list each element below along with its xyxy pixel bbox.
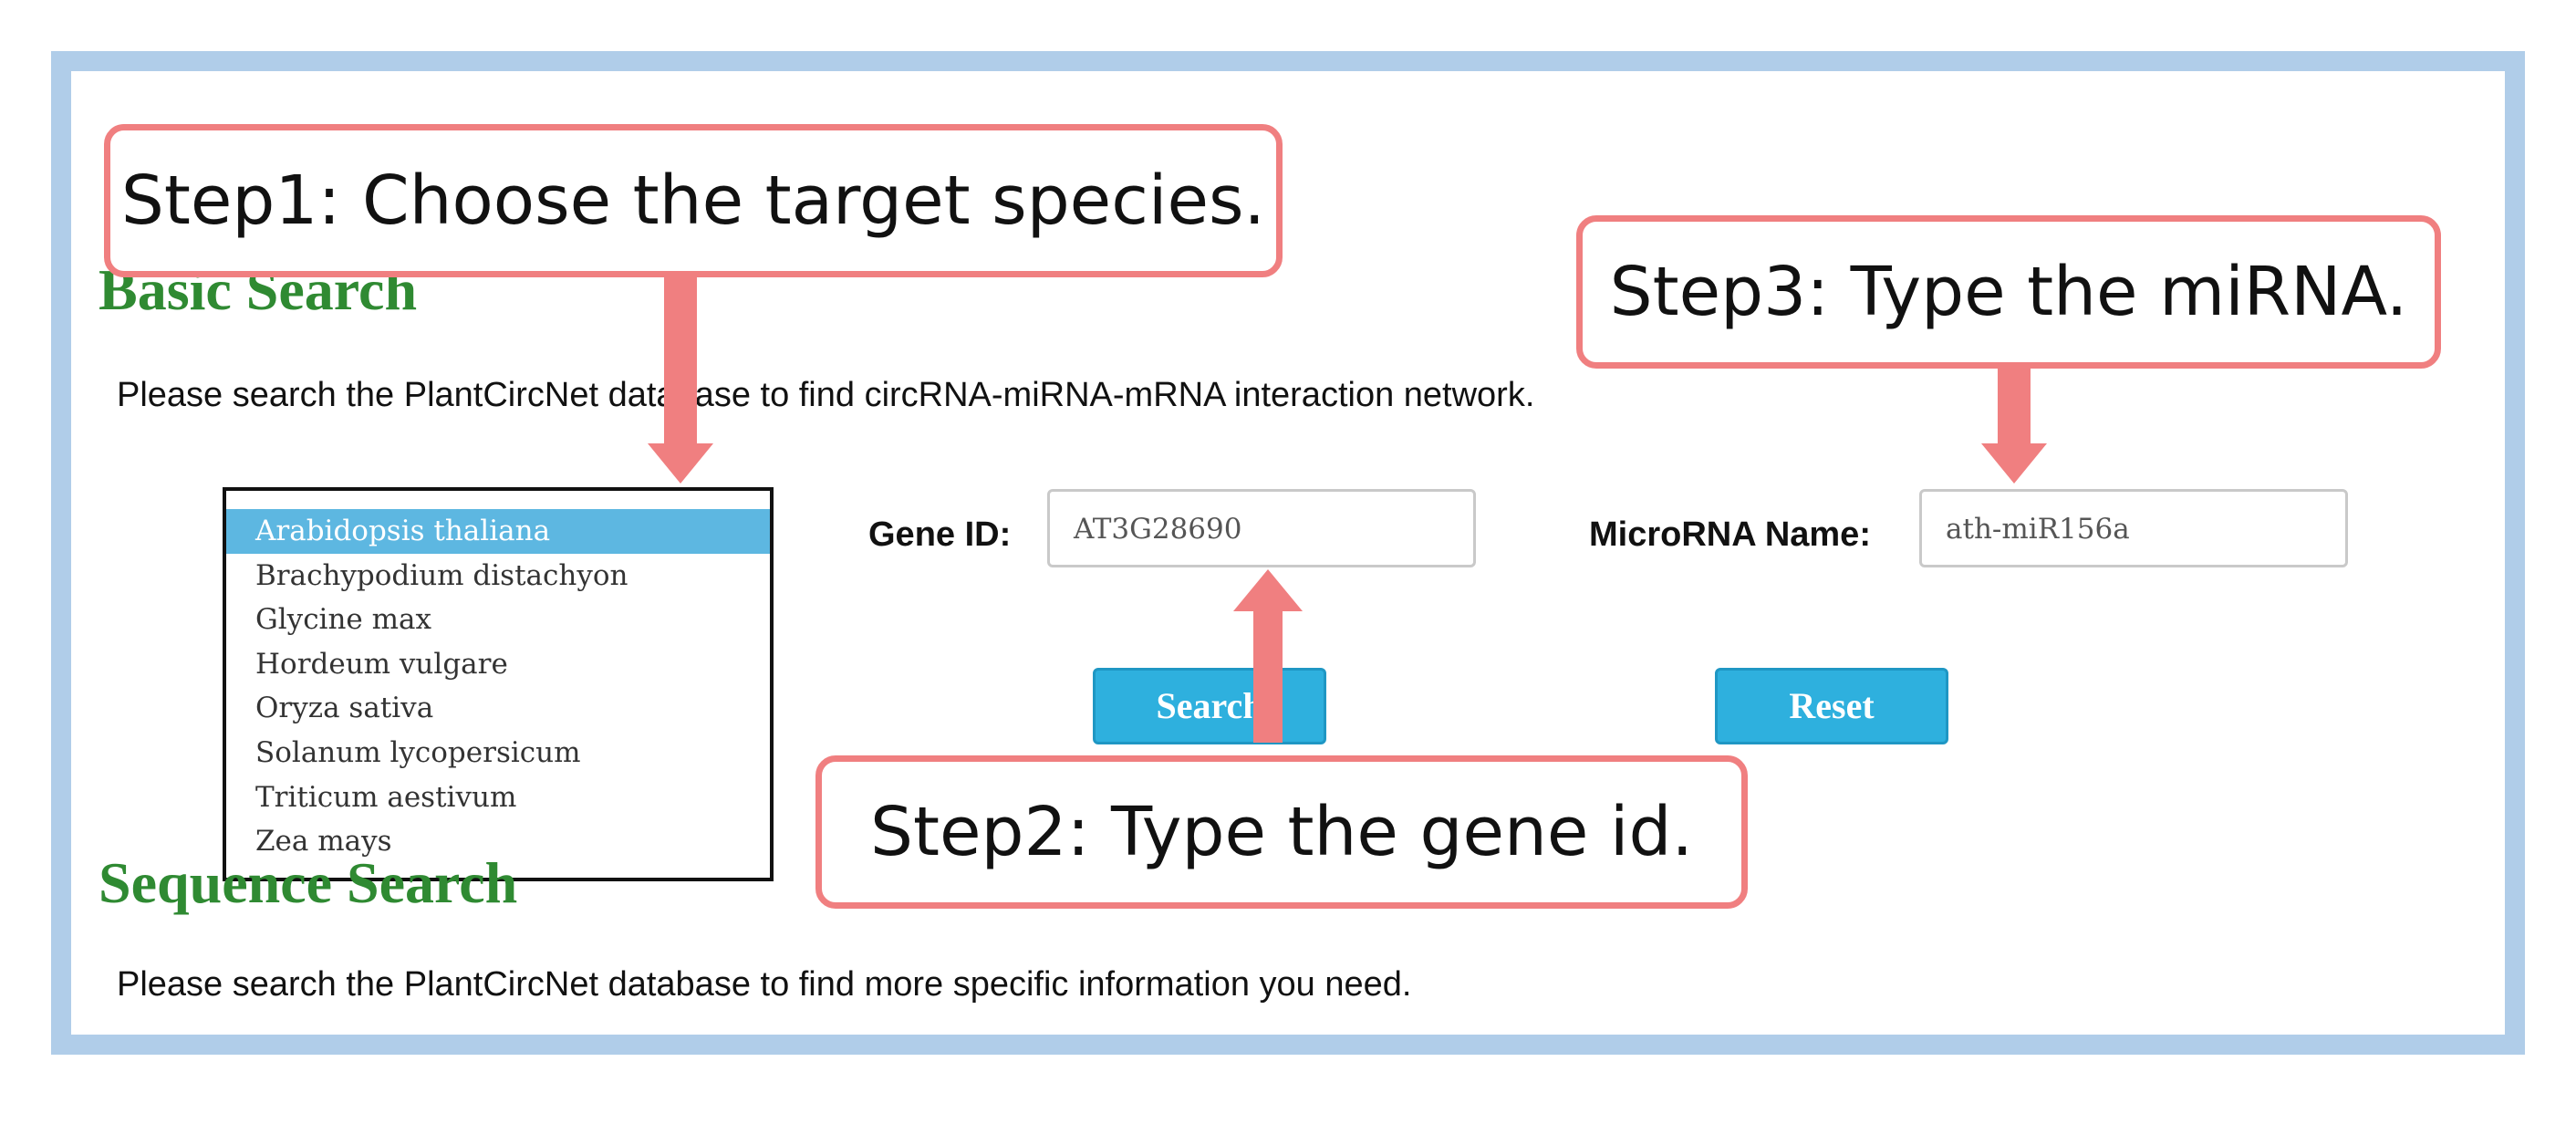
microrna-name-label: MicroRNA Name: — [1589, 515, 1871, 554]
basic-search-description: Please search the PlantCircNet database … — [117, 376, 1535, 414]
step3-callout: Step3: Type the miRNA. — [1576, 215, 2441, 369]
species-listbox[interactable]: Arabidopsis thaliana Brachypodium distac… — [223, 487, 774, 881]
gene-id-input[interactable]: AT3G28690 — [1047, 489, 1476, 567]
species-option[interactable]: Arabidopsis thaliana — [226, 509, 770, 554]
species-option[interactable]: Oryza sativa — [255, 692, 434, 725]
sequence-search-description: Please search the PlantCircNet database … — [117, 965, 1412, 1004]
species-option[interactable]: Zea mays — [255, 825, 392, 859]
step1-callout: Step1: Choose the target species. — [104, 124, 1283, 277]
species-option[interactable]: Brachypodium distachyon — [255, 558, 628, 592]
microrna-name-input[interactable]: ath-miR156a — [1919, 489, 2348, 567]
step2-callout: Step2: Type the gene id. — [815, 755, 1748, 909]
arrow-step1-down — [648, 270, 713, 484]
search-button[interactable]: Search — [1093, 668, 1326, 744]
species-option[interactable]: Solanum lycopersicum — [255, 735, 581, 769]
reset-button[interactable]: Reset — [1715, 668, 1948, 744]
sequence-search-heading: Sequence Search — [99, 850, 518, 915]
species-option[interactable]: Triticum aestivum — [255, 780, 517, 814]
arrow-step3-down — [1981, 365, 2047, 484]
gene-id-label: Gene ID: — [868, 515, 1012, 554]
arrow-step2-up — [1233, 569, 1303, 743]
species-option[interactable]: Hordeum vulgare — [255, 647, 508, 681]
species-option[interactable]: Glycine max — [255, 603, 431, 637]
